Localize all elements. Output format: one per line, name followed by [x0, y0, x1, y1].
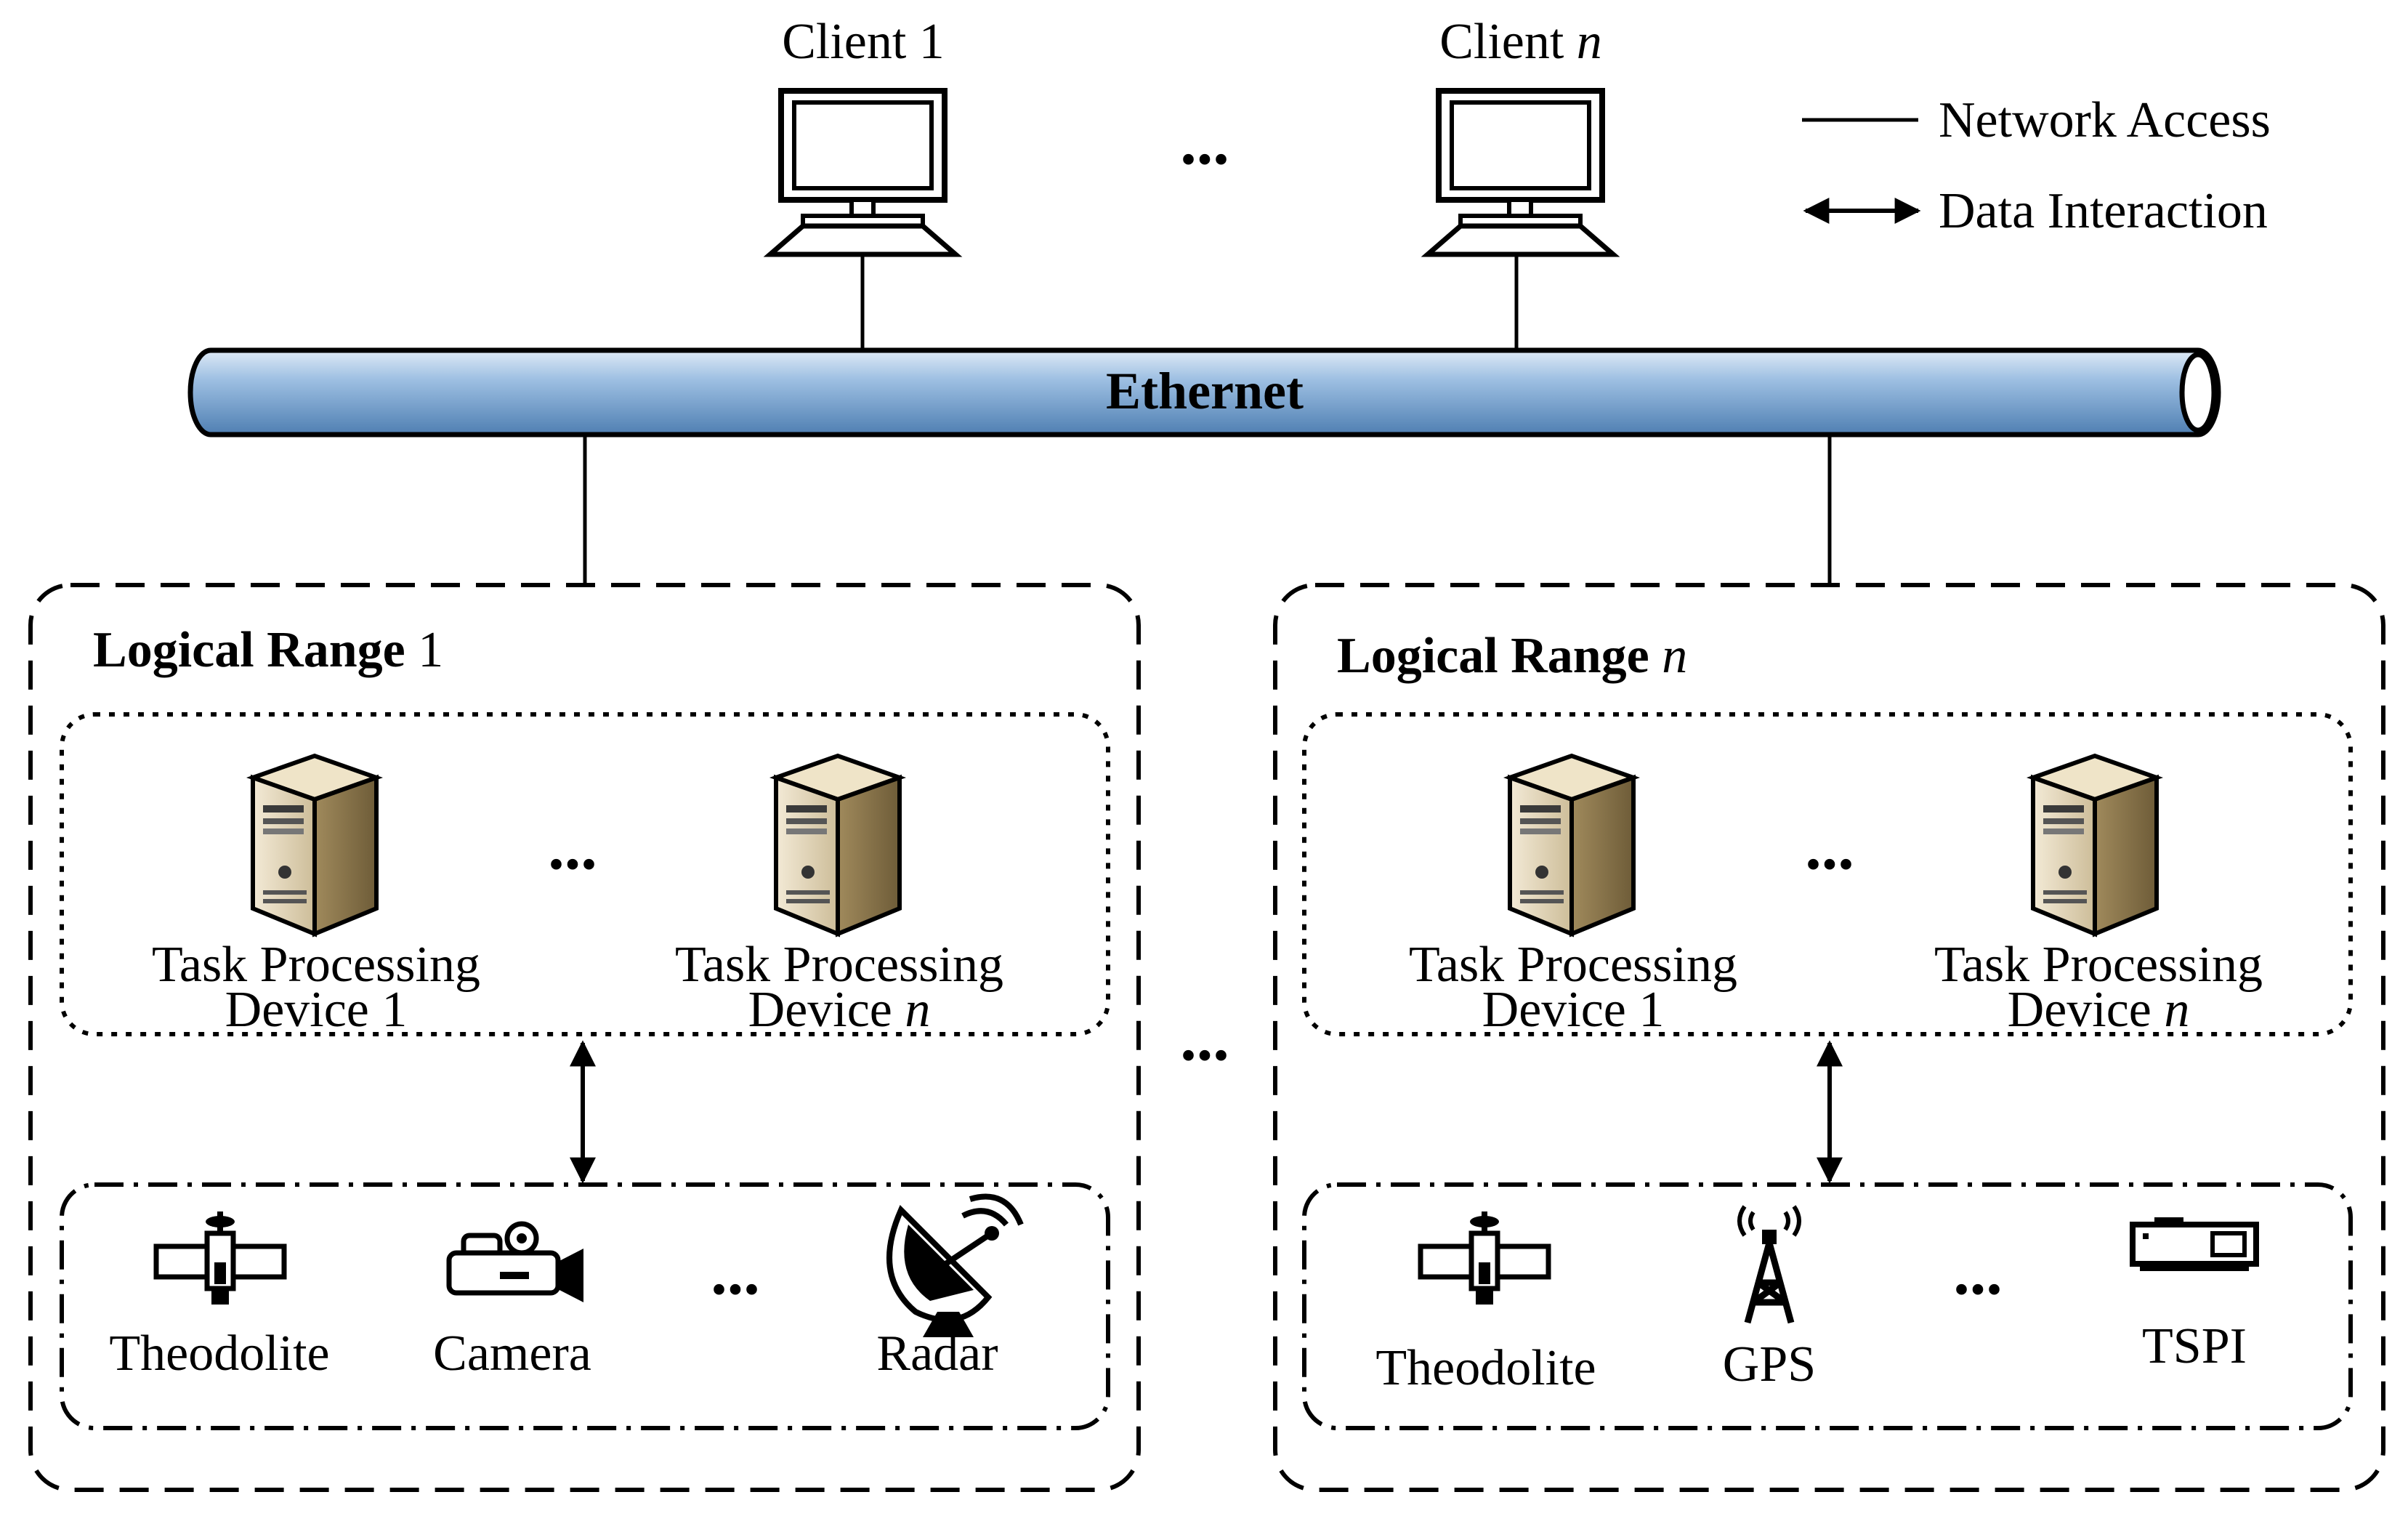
client-n-label: Client n [1439, 14, 1602, 70]
logical-range-n: Logical Range n Task Processing Device 1… [1273, 583, 2385, 1492]
range-1-device-n-server-icon[interactable] [776, 756, 900, 934]
range-1-camera-icon[interactable] [449, 1224, 583, 1302]
range-1-device-1-label: Task Processing [152, 937, 480, 993]
logical-range-1-title: Logical Range 1 [93, 622, 443, 678]
range-1-device-1-label-2: Device 1 [225, 982, 408, 1038]
clients-ellipsis: ... [1180, 106, 1229, 178]
range-n-device-n-server-icon[interactable] [2033, 756, 2157, 934]
client-n-computer-icon[interactable] [1428, 91, 1613, 254]
range-1-radar-icon[interactable] [889, 1197, 1021, 1337]
range-n-tspi-device-icon[interactable] [2133, 1217, 2256, 1271]
range-1-device-1-server-icon[interactable] [253, 756, 376, 934]
range-1-devices-ellipsis: ... [548, 811, 597, 883]
ethernet-bus: Ethernet [187, 347, 2221, 438]
client-1-computer-icon[interactable] [770, 91, 955, 254]
legend-network-access: Network Access [1939, 92, 2271, 148]
ethernet-label: Ethernet [1106, 362, 1304, 420]
client-1-label: Client 1 [782, 14, 945, 70]
range-1-device-n-label-2: Device n [748, 982, 931, 1038]
range-n-device-n-label: Task Processing [1934, 937, 2263, 993]
range-n-tspi-label: TSPI [2142, 1318, 2247, 1374]
ranges-ellipsis: ... [1180, 1002, 1229, 1074]
legend-data-interaction: Data Interaction [1939, 183, 2268, 239]
range-n-device-n-label-2: Device n [2008, 982, 2190, 1038]
logical-range-1: Logical Range 1 Task Processing Device 1… [28, 583, 1141, 1492]
range-n-theodolite-icon[interactable] [1421, 1211, 1548, 1305]
range-n-devices-ellipsis: ... [1805, 811, 1854, 883]
legend: Network Access Data Interaction [1802, 92, 2271, 239]
range-n-gps-label: GPS [1723, 1336, 1816, 1392]
range-n-theodolite-label: Theodolite [1375, 1340, 1596, 1396]
range-1-device-n-label: Task Processing [675, 937, 1003, 993]
range-n-device-1-label-2: Device 1 [1482, 982, 1665, 1038]
range-1-theodolite-icon[interactable] [156, 1211, 284, 1305]
range-1-sensors-ellipsis: ... [711, 1236, 760, 1308]
range-n-device-1-label: Task Processing [1409, 937, 1737, 993]
range-1-radar-label: Radar [876, 1326, 998, 1382]
range-n-sensors-ellipsis: ... [1953, 1236, 2003, 1308]
range-1-camera-label: Camera [433, 1326, 591, 1382]
range-1-theodolite-label: Theodolite [109, 1326, 329, 1382]
range-n-device-1-server-icon[interactable] [1510, 756, 1633, 934]
range-n-gps-tower-icon[interactable] [1740, 1206, 1799, 1323]
logical-range-n-title: Logical Range n [1337, 628, 1687, 684]
